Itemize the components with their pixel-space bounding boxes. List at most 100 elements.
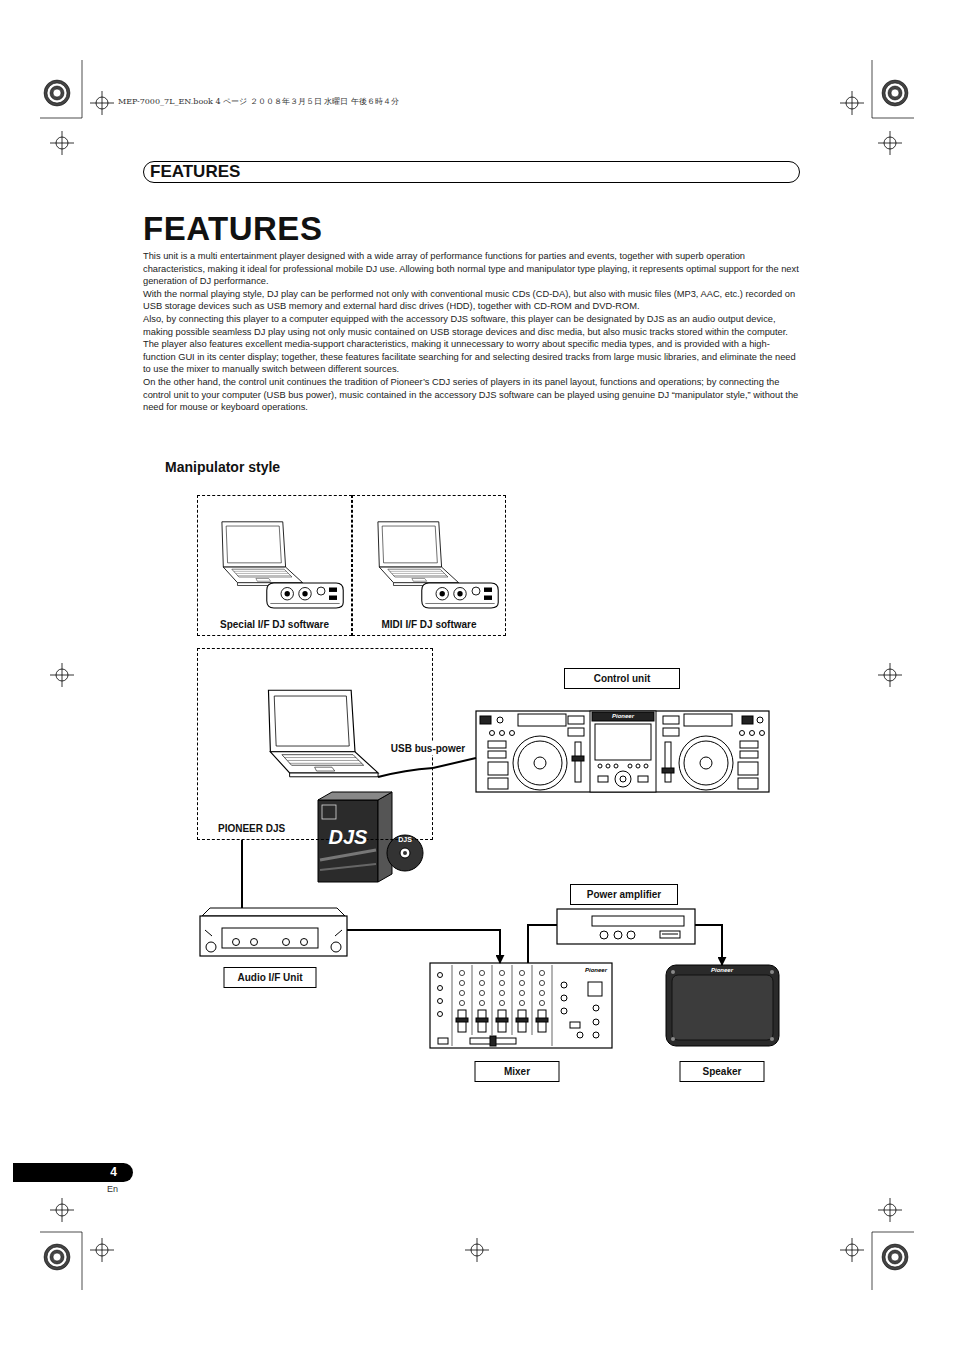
section-band: FEATURES [143,161,800,183]
registration-mark [882,80,908,106]
registration-mark [50,131,74,155]
edge-label: USB bus-power [389,742,467,755]
control-unit-drawing [518,714,566,726]
djs-package-drawing [320,850,376,860]
software-group: MIDI I/F DJ software [352,495,506,636]
mixer-drawing [496,1018,508,1022]
page-number: 4 [13,1163,133,1182]
registration-mark [878,131,902,155]
brand-logo: Pioneer [612,712,634,720]
connector-line [433,758,476,768]
registration-mark [872,1232,873,1290]
djs-package-drawing [318,800,378,882]
registration-mark [891,89,899,97]
speaker-drawing [672,975,773,1040]
control-unit-drawing [644,764,648,768]
speaker-drawing [770,1037,774,1041]
mixer-drawing [438,986,443,991]
connector-line [695,925,722,965]
audio-if-drawing [200,916,347,956]
registration-mark [44,1244,70,1270]
mixer-drawing [452,965,552,1046]
registration-mark [50,1198,74,1222]
control-unit-drawing [684,714,732,726]
control-unit-drawing [757,717,763,723]
power-amplifier-drawing [557,909,695,944]
node-text: 4 [13,1163,133,1182]
mixer-drawing [490,1036,496,1046]
registration-mark [82,60,83,118]
paragraph: On the other hand, the control unit cont… [143,376,800,414]
control-unit-drawing [740,751,758,758]
mixer-drawing [476,1018,488,1022]
device-label: Power amplifier [570,884,678,905]
mixer-drawing [561,995,567,1001]
paragraph: This unit is a multi entertainment playe… [143,250,800,288]
control-unit-drawing [568,716,584,724]
language-code: En [107,1184,118,1194]
registration-mark [50,663,74,687]
control-unit-drawing [620,776,626,782]
control-unit-drawing [614,764,618,768]
djs-package-drawing [378,792,392,882]
control-unit-drawing [490,731,495,736]
mixer-drawing [593,1005,599,1011]
speaker-drawing [671,970,675,974]
power-amplifier-drawing [557,909,695,944]
speaker-drawing [671,1037,675,1041]
registration-mark [90,91,114,115]
mixer-drawing [516,1018,528,1022]
device-label: Speaker [680,1061,765,1082]
control-unit-drawing [592,712,654,721]
control-unit-drawing [595,724,651,760]
registration-mark [888,86,902,100]
mixer-drawing [438,999,443,1004]
power-amplifier-drawing [614,931,622,939]
print-header: MEP-7000_7L_EN.book 4 ページ ２００８年３月５日 水曜日 … [118,96,399,107]
control-unit-drawing [738,762,758,775]
laptop-drawing [378,522,459,586]
control-unit-drawing [488,751,506,758]
paragraph: Also, by connecting this player to a com… [143,313,800,338]
djs-package-drawing [318,792,392,882]
control-unit-drawing [663,728,679,736]
djs-disc-drawing [403,851,407,855]
control-unit-drawing [740,731,745,736]
djs-disc-drawing [400,848,410,858]
node-text: Special I/F DJ software [220,619,329,630]
control-unit-drawing [638,776,648,782]
djs-package-drawing [320,864,376,870]
controller-drawing [267,583,343,608]
speaker-drawing [666,965,779,1046]
connector-line [528,925,557,963]
connector-line [241,840,243,908]
audio-if-drawing [202,908,345,916]
device-label: Mixer [475,1061,560,1082]
mixer-drawing [456,1018,468,1022]
registration-mark [40,118,82,119]
power-amplifier-drawing [662,934,678,935]
mixer: Mixer [430,963,612,1048]
djs-disc-drawing [387,835,423,871]
audio-if-drawing [251,939,258,946]
brand-logo: Pioneer [585,966,607,974]
mixer-drawing [430,963,612,1048]
control-unit-drawing [740,741,758,748]
mixer-drawing [593,1019,599,1025]
registration-mark [878,663,902,687]
registration-mark [50,1250,64,1264]
registration-mark [90,1238,114,1262]
registration-mark [53,89,61,97]
control-unit-drawing [488,741,506,748]
audio-if-drawing [222,928,318,948]
registration-mark [82,1232,83,1290]
control-unit-drawing [663,716,679,724]
mixer-drawing [452,968,552,1008]
mixer-drawing [536,1018,548,1022]
connector-line [347,930,500,963]
control-unit-drawing [665,742,671,782]
control-unit-drawing [488,762,508,775]
audio-if-drawing [206,942,216,952]
page-title: FEATURES [143,210,322,248]
